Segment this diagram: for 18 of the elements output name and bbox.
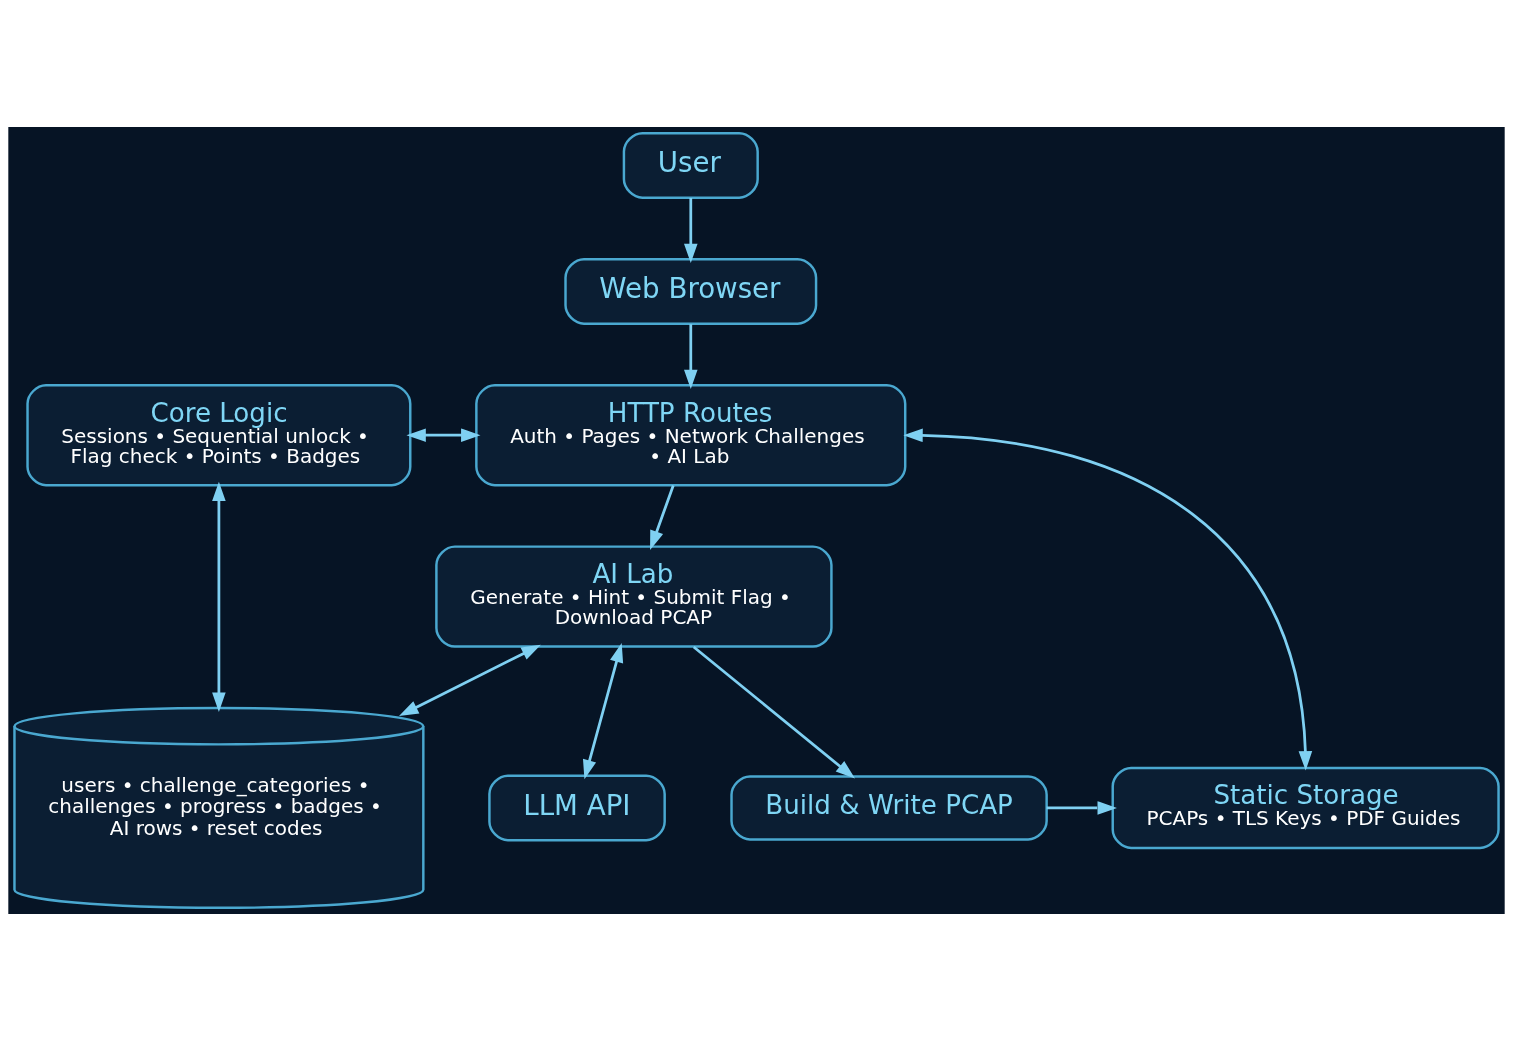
arrow [692,645,855,779]
arrow [1046,800,1117,815]
node-box: User [622,131,759,199]
node-box: Core Logic Sessions • Sequential unlock • Flag check • Points • Badges [26,383,412,486]
node-box: AI Lab Generate • Hint • Submit Flag • Download PCAP [435,544,833,648]
arrow [583,642,624,779]
arrow [212,481,226,712]
arrow [650,484,675,550]
node-box: Build & Write PCAP [730,774,1048,841]
arrow [406,427,481,442]
node-box: LLM API [488,773,666,841]
node-box: Web Browser [564,257,818,325]
arrow [399,644,541,716]
node-box: HTTP Routes Auth • Pages • Network Challenges • AI Lab [475,383,907,486]
node-box: Static Storage PCAPs • TLS Keys • PDF Guides [1111,766,1500,849]
arrow [684,197,698,263]
arrow [903,428,1313,771]
arrow [684,323,698,389]
